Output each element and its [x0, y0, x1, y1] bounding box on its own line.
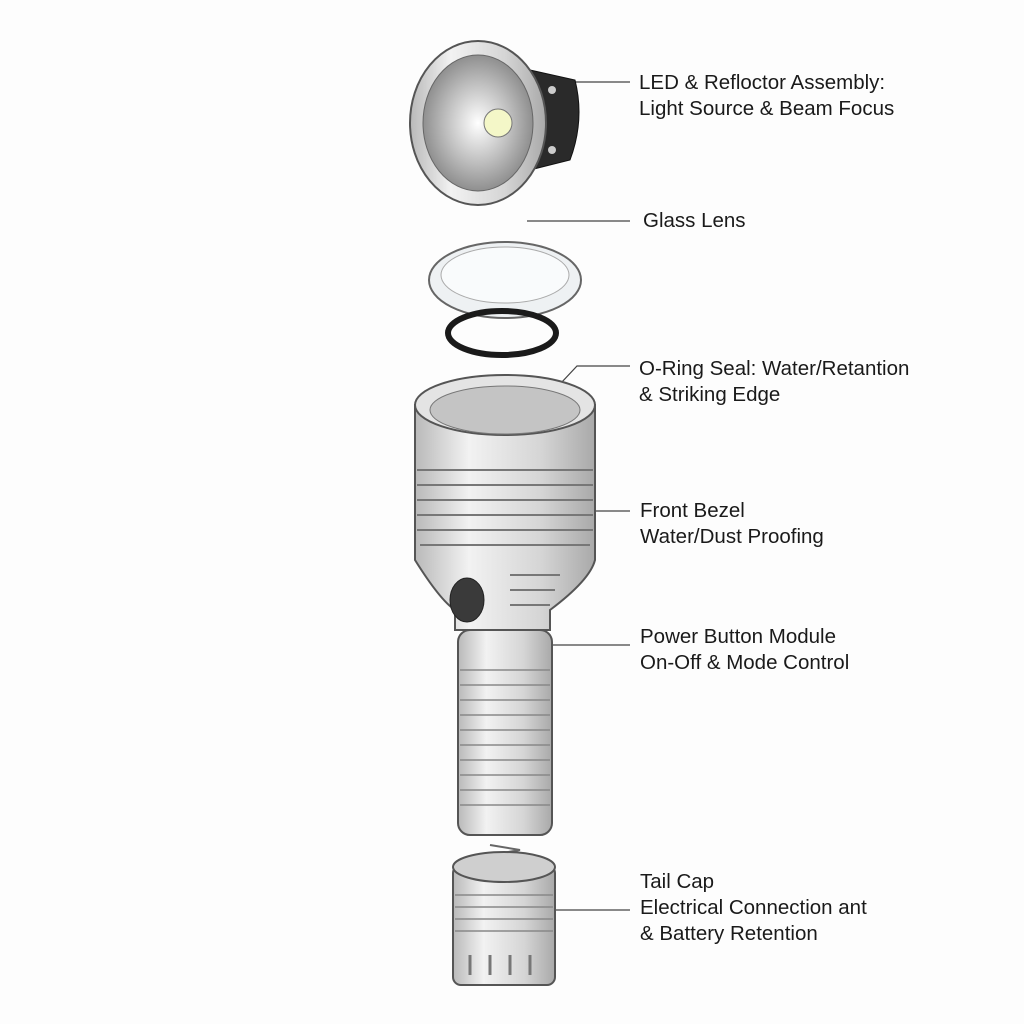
tail-cap — [452, 851, 556, 986]
led-chip — [483, 108, 513, 138]
label-line: Glass Lens — [643, 209, 746, 232]
label-line: Front Bezel — [640, 499, 745, 522]
label-line: Water/Dust Proofing — [640, 525, 824, 548]
label-led-reflector: LED & Refloctor Assembly: Light Source &… — [639, 70, 894, 122]
o-ring — [445, 308, 559, 358]
glass-lens — [428, 241, 582, 319]
label-line: Electrical Connection ant — [640, 896, 867, 919]
label-power-button: Power Button Module On-Off & Mode Contro… — [640, 624, 849, 676]
battery-tube — [457, 629, 553, 836]
label-line: & Striking Edge — [639, 383, 781, 406]
front-bezel — [414, 374, 596, 631]
label-o-ring: O-Ring Seal: Water/Retantion & Striking … — [639, 356, 909, 408]
power-button — [449, 577, 485, 623]
label-line: On-Off & Mode Control — [640, 651, 850, 674]
label-line: Tail Cap — [640, 870, 715, 893]
led-reflector-assembly — [409, 40, 580, 206]
label-line: Light Source & Beam Focus — [639, 97, 895, 120]
label-line: & Battery Retention — [640, 922, 818, 945]
label-line: Power Button Module — [640, 625, 837, 648]
label-line: O-Ring Seal: Water/Retantion — [639, 357, 910, 380]
label-glass-lens: Glass Lens — [643, 208, 746, 234]
label-line: LED & Refloctor Assembly: — [639, 71, 886, 94]
label-front-bezel: Front Bezel Water/Dust Proofing — [640, 498, 824, 550]
label-tail-cap: Tail Cap Electrical Connection ant & Bat… — [640, 869, 867, 947]
